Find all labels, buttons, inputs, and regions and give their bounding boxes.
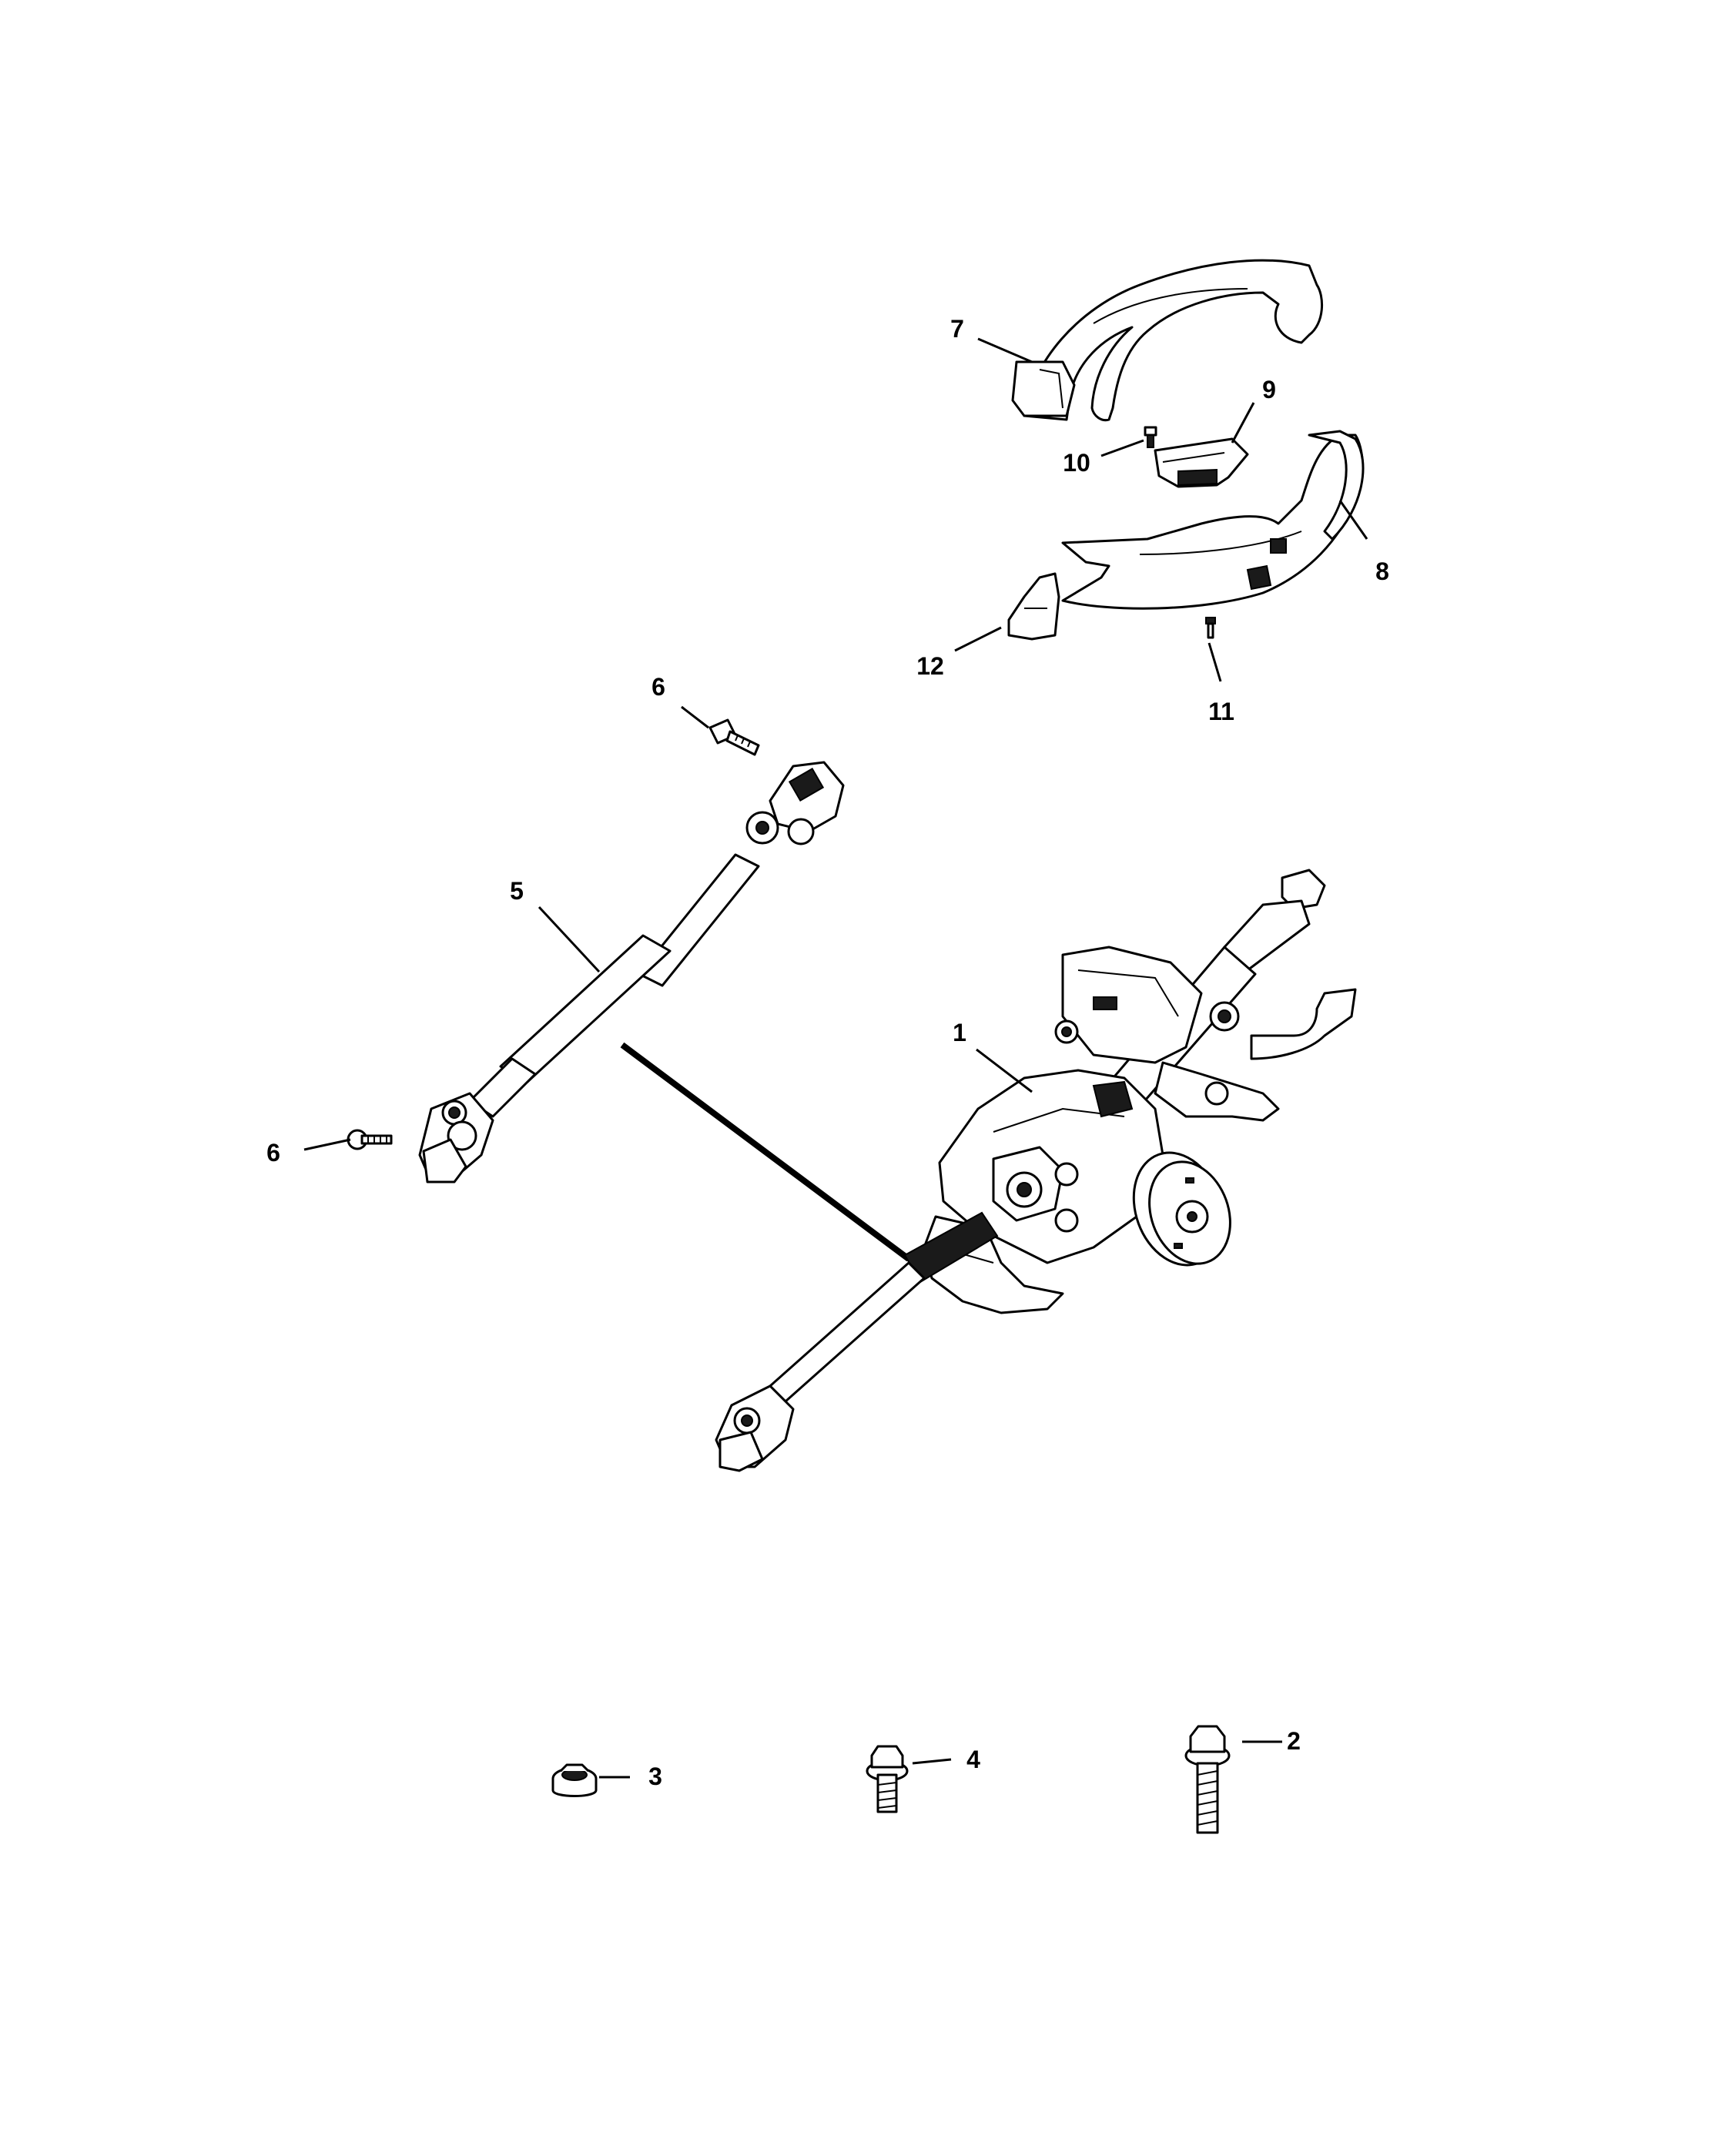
leader-6b (303, 1138, 351, 1151)
leader-10 (1100, 439, 1144, 457)
callout-6a: 6 (651, 673, 665, 701)
flange-nut (551, 1763, 598, 1797)
leader-4 (912, 1758, 952, 1765)
leader-5 (538, 906, 601, 973)
leader-1 (976, 1048, 1033, 1093)
callout-2: 2 (1287, 1727, 1301, 1755)
callout-3: 3 (648, 1763, 662, 1790)
leader-9 (1231, 402, 1255, 444)
leader-11 (1208, 642, 1222, 682)
callout-1: 1 (953, 1019, 966, 1046)
bracket (1154, 437, 1249, 488)
callout-8: 8 (1375, 557, 1389, 585)
callout-6b: 6 (266, 1139, 280, 1167)
flange-bolt-short (866, 1745, 909, 1813)
intermediate-shaft (418, 761, 845, 1183)
leader-6a (681, 705, 709, 729)
callout-11: 11 (1208, 698, 1234, 725)
callout-4: 4 (966, 1746, 980, 1773)
trim-piece (1007, 572, 1060, 641)
shaft-bolt-lower (347, 1129, 393, 1150)
leader-12 (954, 626, 1002, 652)
leader-8 (1338, 500, 1368, 540)
small-screw (1144, 426, 1157, 448)
leader-7 (977, 337, 1033, 363)
callout-10: 10 (1063, 449, 1090, 477)
leader-lines (303, 337, 1368, 1779)
lower-shroud (1061, 430, 1365, 610)
callout-5: 5 (510, 877, 524, 905)
small-bolt-11 (1205, 617, 1216, 639)
upper-shroud (1011, 259, 1324, 422)
shaft-bolt-upper (708, 718, 760, 756)
connection-line (620, 1042, 911, 1262)
callout-12: 12 (916, 652, 944, 680)
flange-bolt-long (1184, 1725, 1231, 1834)
callout-7: 7 (950, 315, 964, 343)
callout-9: 9 (1262, 376, 1276, 403)
steering-column (715, 869, 1357, 1472)
